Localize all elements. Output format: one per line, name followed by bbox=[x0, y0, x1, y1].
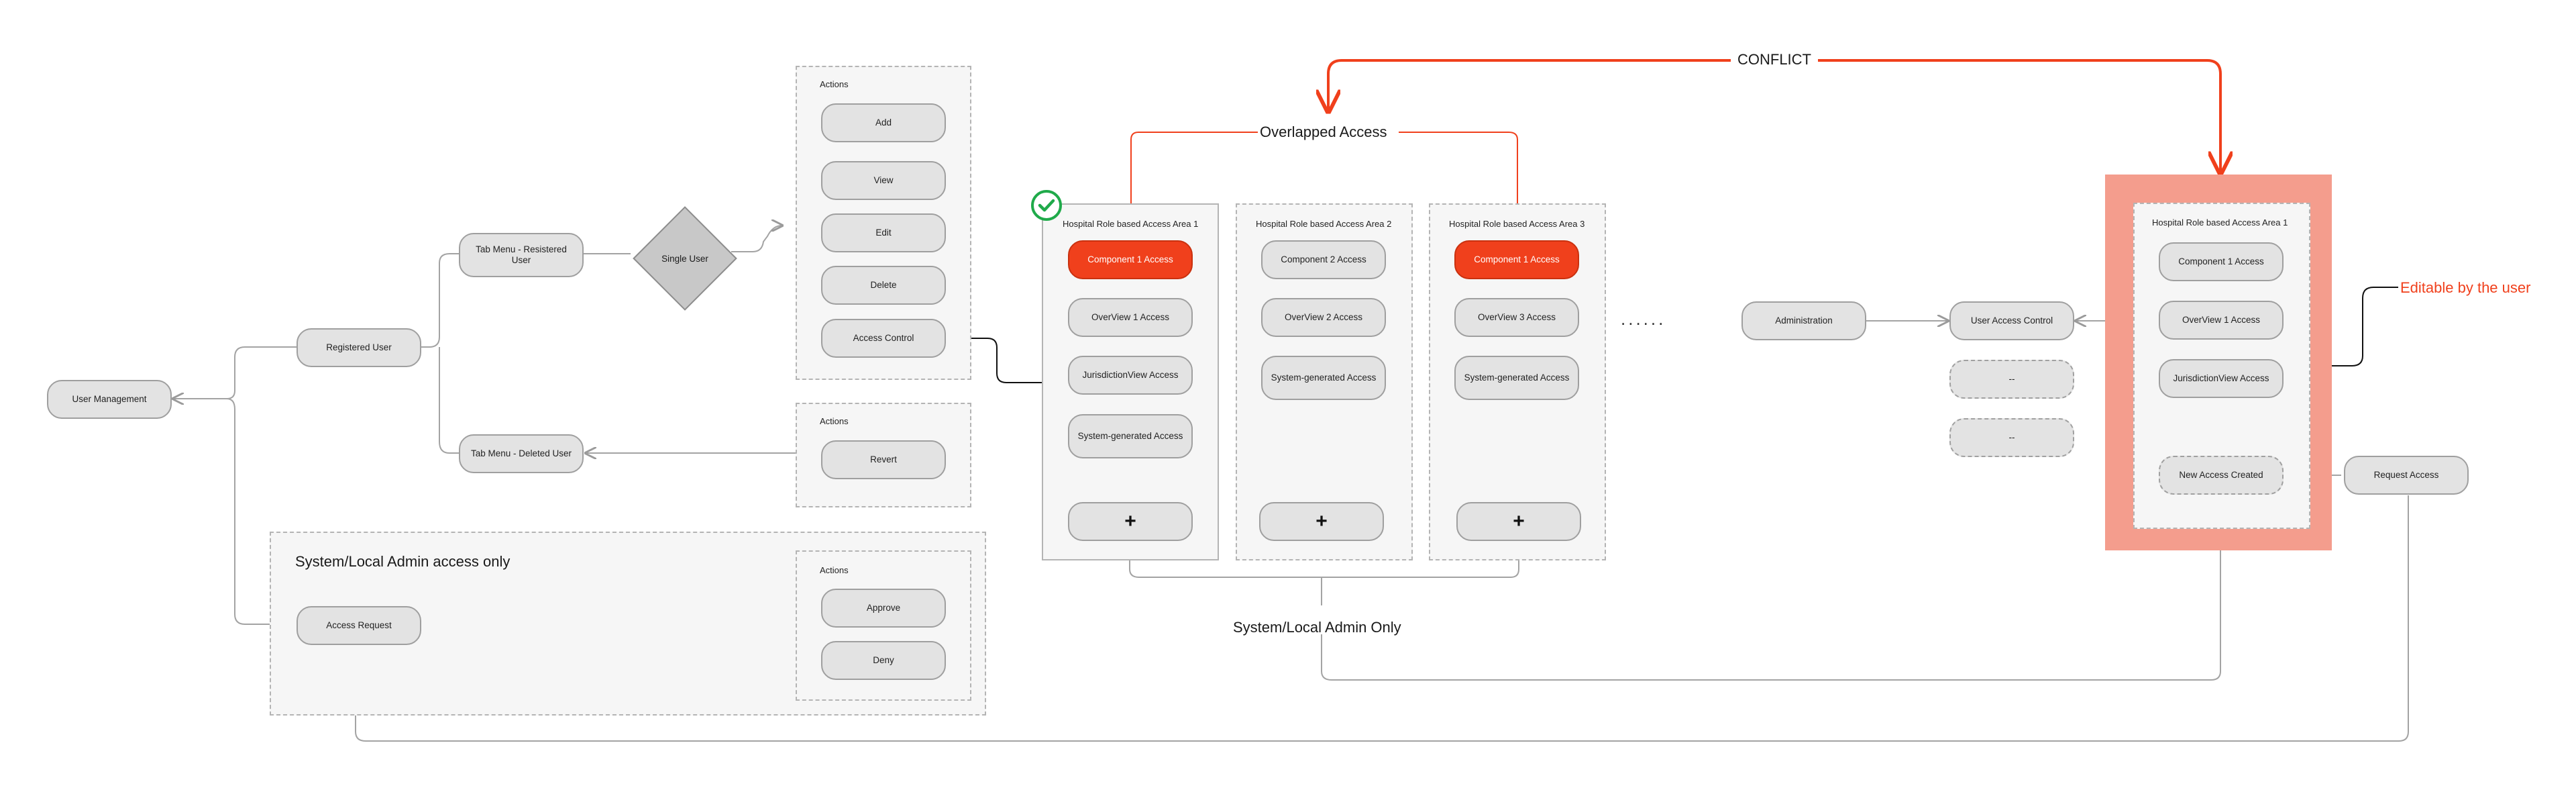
overlapped-access-label: Overlapped Access bbox=[1260, 124, 1387, 140]
area-3-title: Hospital Role based Access Area 3 bbox=[1449, 219, 1585, 229]
tab-registered-node[interactable]: Tab Menu - Resistered User bbox=[459, 233, 584, 277]
registered-user-node[interactable]: Registered User bbox=[297, 328, 421, 367]
revert-button[interactable]: Revert bbox=[821, 440, 946, 479]
area-2-system-generated[interactable]: System-generated Access bbox=[1261, 356, 1386, 400]
area-1-system-generated[interactable]: System-generated Access bbox=[1068, 414, 1193, 458]
actions-title-main: Actions bbox=[820, 79, 849, 89]
more-areas-ellipsis: ...... bbox=[1621, 309, 1666, 329]
editable-jurisdiction[interactable]: JurisdictionView Access bbox=[2159, 359, 2284, 398]
edit-button[interactable]: Edit bbox=[821, 213, 946, 252]
area-2-overview-2[interactable]: OverView 2 Access bbox=[1261, 298, 1386, 337]
area-3-component-1[interactable]: Component 1 Access bbox=[1454, 240, 1579, 279]
area-3-overview-3[interactable]: OverView 3 Access bbox=[1454, 298, 1579, 337]
tab-deleted-node[interactable]: Tab Menu - Deleted User bbox=[459, 434, 584, 473]
area-1-jurisdiction[interactable]: JurisdictionView Access bbox=[1068, 356, 1193, 395]
access-request-node[interactable]: Access Request bbox=[297, 606, 421, 645]
area-2-component-2[interactable]: Component 2 Access bbox=[1261, 240, 1386, 279]
area-1-title: Hospital Role based Access Area 1 bbox=[1063, 219, 1199, 229]
area-1-component-1[interactable]: Component 1 Access bbox=[1068, 240, 1193, 279]
uac-placeholder-1[interactable]: -- bbox=[1949, 360, 2074, 399]
admin-only-label: System/Local Admin Only bbox=[1233, 619, 1401, 636]
area-1-overview-1[interactable]: OverView 1 Access bbox=[1068, 298, 1193, 337]
access-control-button[interactable]: Access Control bbox=[821, 319, 946, 358]
new-access-created[interactable]: New Access Created bbox=[2159, 456, 2284, 495]
actions-title-deleted: Actions bbox=[820, 416, 849, 426]
single-user-label: Single User bbox=[661, 253, 708, 264]
check-circle-icon bbox=[1031, 190, 1062, 221]
approve-button[interactable]: Approve bbox=[821, 589, 946, 628]
link-registered-to-usermgmt bbox=[173, 346, 297, 399]
deny-button[interactable]: Deny bbox=[821, 641, 946, 680]
view-button[interactable]: View bbox=[821, 161, 946, 200]
uac-placeholder-2[interactable]: -- bbox=[1949, 418, 2074, 457]
area-2-title: Hospital Role based Access Area 2 bbox=[1256, 219, 1392, 229]
delete-button[interactable]: Delete bbox=[821, 266, 946, 305]
link-registered-to-tabs bbox=[421, 253, 459, 348]
area-3-add-button[interactable]: + bbox=[1456, 502, 1581, 541]
request-access-node[interactable]: Request Access bbox=[2344, 456, 2469, 495]
administration-node[interactable]: Administration bbox=[1741, 301, 1866, 340]
user-access-control-node[interactable]: User Access Control bbox=[1949, 301, 2074, 340]
actions-title-admin: Actions bbox=[820, 565, 849, 575]
add-button[interactable]: Add bbox=[821, 103, 946, 142]
area-1-add-button[interactable]: + bbox=[1068, 502, 1193, 541]
editable-area-title: Hospital Role based Access Area 1 bbox=[2152, 217, 2288, 228]
admin-access-title: System/Local Admin access only bbox=[295, 553, 511, 570]
editable-label: Editable by the user bbox=[2400, 279, 2531, 296]
user-management-node[interactable]: User Management bbox=[47, 380, 172, 419]
conflict-label: CONFLICT bbox=[1737, 51, 1811, 68]
area-2-add-button[interactable]: + bbox=[1259, 502, 1384, 541]
area-3-system-generated[interactable]: System-generated Access bbox=[1454, 356, 1579, 400]
editable-component-1[interactable]: Component 1 Access bbox=[2159, 242, 2284, 281]
editable-overview-1[interactable]: OverView 1 Access bbox=[2159, 301, 2284, 340]
